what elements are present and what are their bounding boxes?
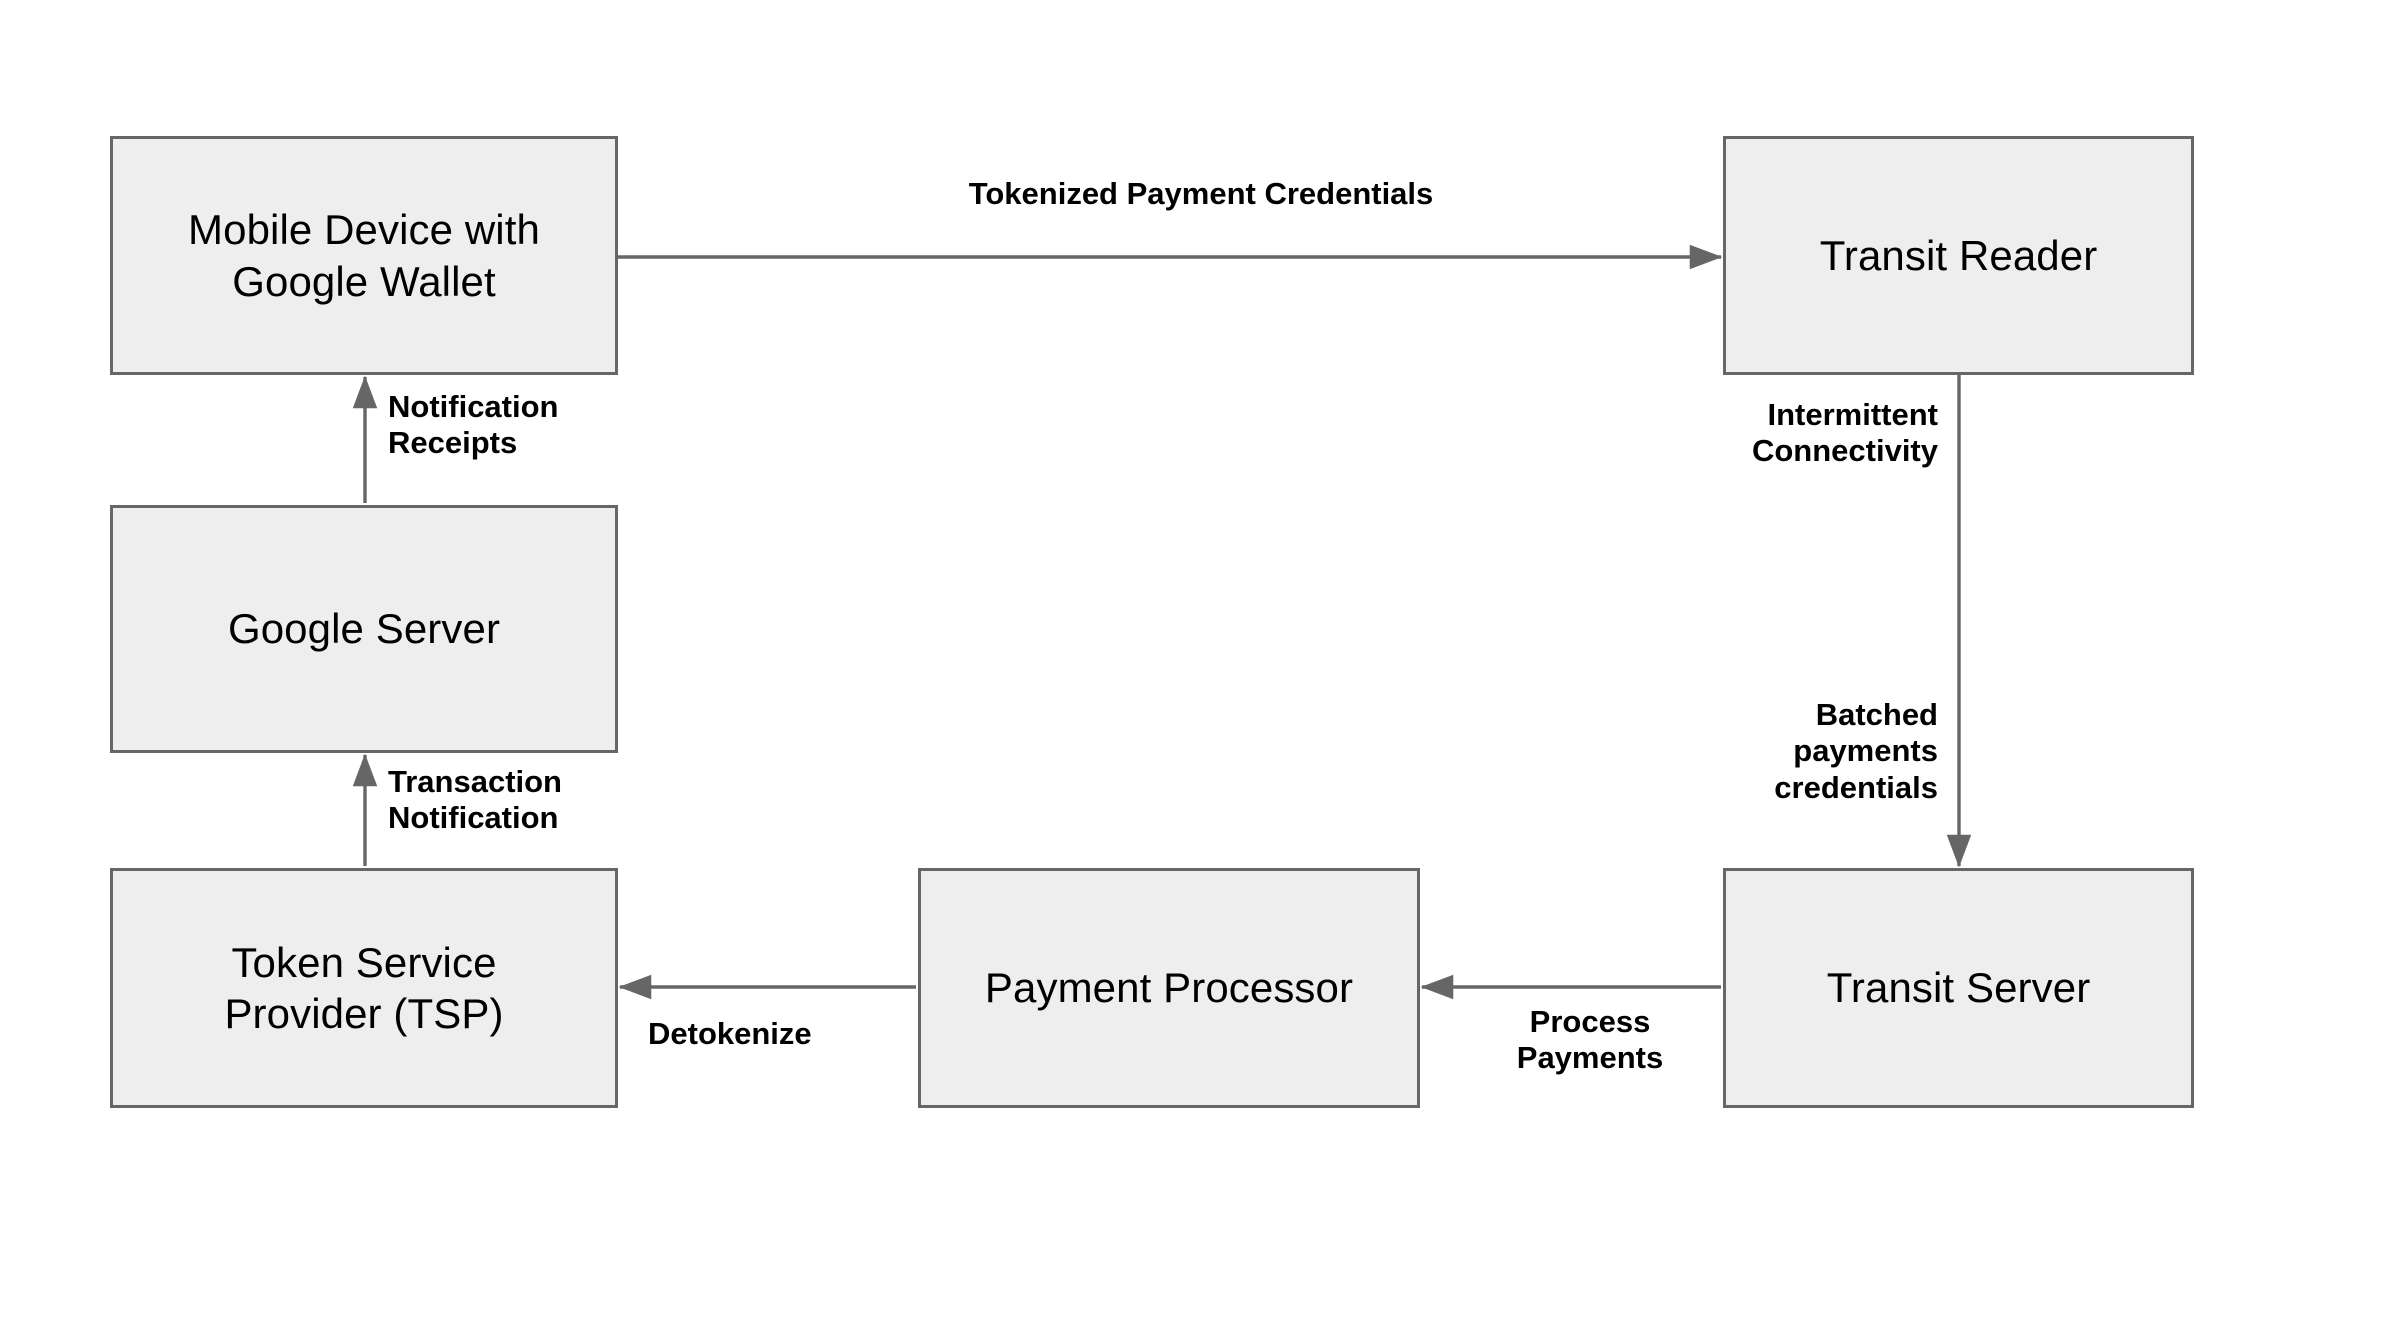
node-transit-reader[interactable]: Transit Reader bbox=[1723, 136, 2194, 375]
node-mobile-device[interactable]: Mobile Device with Google Wallet bbox=[110, 136, 618, 375]
edge-label-process-payments: Process Payments bbox=[1516, 1004, 1664, 1076]
node-transit-server-label: Transit Server bbox=[1826, 964, 2091, 1012]
node-payment-processor-label: Payment Processor bbox=[984, 964, 1354, 1012]
edge-label-intermittent-connectivity: Intermittent Connectivity bbox=[1751, 397, 1938, 469]
edge-label-transaction-notification: Transaction Notification bbox=[388, 764, 562, 836]
edge-label-notification-receipts: Notification Receipts bbox=[388, 389, 559, 461]
node-payment-processor[interactable]: Payment Processor bbox=[918, 868, 1420, 1108]
node-mobile-device-label: Mobile Device with Google Wallet bbox=[188, 206, 540, 305]
node-token-service-provider-label: Token Service Provider (TSP) bbox=[224, 938, 504, 1037]
edge-label-detokenize: Detokenize bbox=[648, 1016, 812, 1051]
node-transit-server[interactable]: Transit Server bbox=[1723, 868, 2194, 1108]
node-token-service-provider[interactable]: Token Service Provider (TSP) bbox=[110, 868, 618, 1108]
node-transit-reader-label: Transit Reader bbox=[1819, 231, 2098, 279]
edge-label-batched-payments-credentials: Batched payments credentials bbox=[1774, 697, 1938, 805]
node-google-server-label: Google Server bbox=[227, 605, 501, 653]
edge-label-tokenized-payment-credentials: Tokenized Payment Credentials bbox=[968, 176, 1434, 211]
node-google-server[interactable]: Google Server bbox=[110, 505, 618, 753]
